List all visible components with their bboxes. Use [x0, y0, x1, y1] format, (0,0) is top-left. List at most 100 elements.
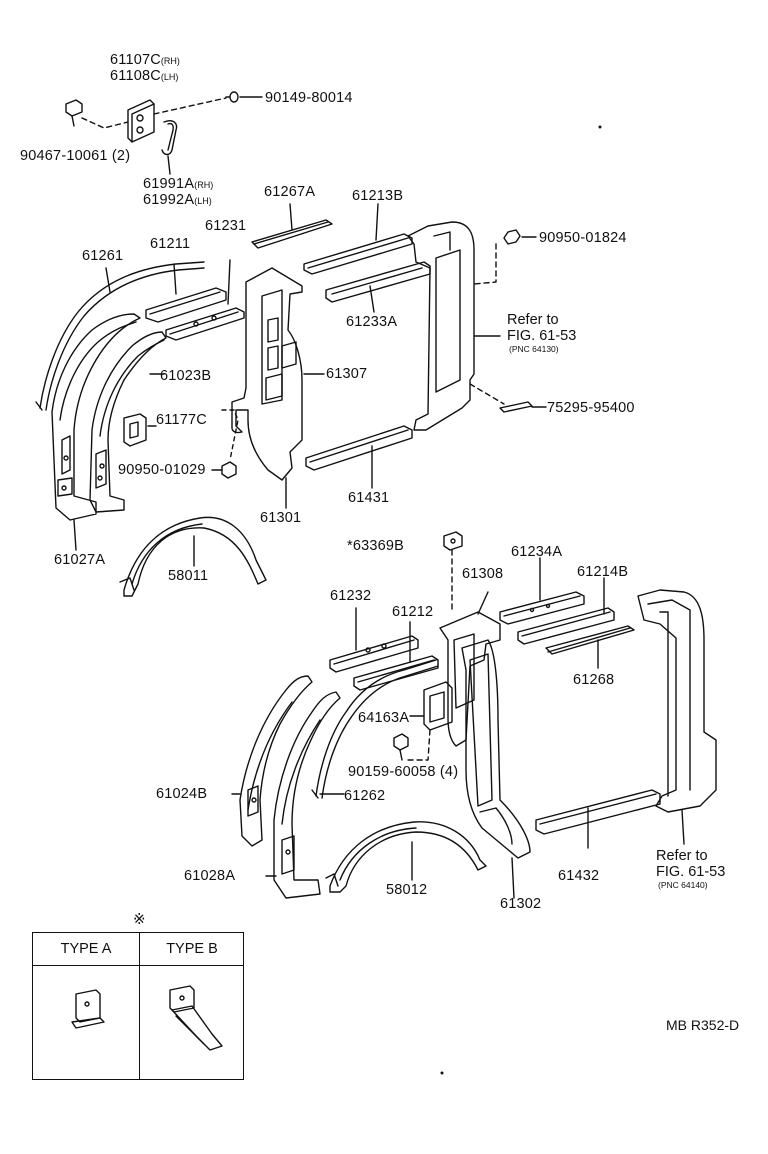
bracket-63369b	[443, 531, 463, 551]
bolt-90467-icon	[65, 99, 83, 127]
label-61234a: 61234A	[511, 544, 563, 560]
speck-2	[440, 1071, 444, 1075]
label-61262: 61262	[344, 788, 386, 804]
leader-61261	[105, 267, 111, 293]
type-a-bracket-icon	[71, 989, 105, 1029]
legend-header-divider	[33, 965, 243, 966]
legend-column-divider	[139, 933, 140, 1079]
trim-61234a	[499, 557, 585, 625]
refer-note-2-line1: Refer to	[656, 848, 708, 864]
leader-90950-01824-dash	[473, 243, 497, 285]
label-58012: 58012	[386, 882, 428, 898]
label-61177c: 61177C	[156, 412, 207, 428]
trim-61213b	[303, 203, 413, 275]
clip-bracket-part	[127, 99, 155, 143]
label-61308: 61308	[462, 566, 504, 582]
label-90950-01824: 90950-01824	[539, 230, 627, 246]
moulding-61267a	[251, 203, 333, 249]
quarter-panel-upper	[407, 221, 475, 431]
label-61307: 61307	[326, 366, 368, 382]
panel-61024b	[231, 675, 313, 847]
label-61233a: 61233A	[346, 314, 398, 330]
leader-90467	[81, 117, 129, 129]
label-61431: 61431	[348, 490, 390, 506]
label-61023b: 61023B	[160, 368, 212, 384]
label-75295-95400: 75295-95400	[547, 400, 635, 416]
weatherstrip-61262	[311, 659, 439, 799]
type-b-bracket-icon	[169, 985, 223, 1051]
refer-note-2-line2: FIG. 61-53	[656, 864, 726, 880]
trim-61212	[353, 621, 439, 691]
plug-75295	[499, 401, 533, 413]
trim-61211	[145, 263, 227, 323]
clip-90950-01824-icon	[503, 229, 521, 245]
leader-90159-dash	[405, 729, 431, 761]
label-61232: 61232	[330, 588, 372, 604]
label-90149-80014: 90149-80014	[265, 90, 353, 106]
pillar-61301	[231, 267, 303, 509]
sill-61431	[305, 425, 413, 489]
label-61107c: 61107C(RH)	[110, 52, 180, 68]
label-61261: 61261	[82, 248, 124, 264]
leader-61302	[511, 857, 515, 899]
label-64163a: 64163A	[358, 710, 410, 726]
label-90467-10061: 90467-10061 (2)	[20, 148, 131, 164]
label-61212: 61212	[392, 604, 434, 620]
label-61301: 61301	[260, 510, 302, 526]
trim-61232	[329, 607, 419, 673]
label-61028a: 61028A	[184, 868, 236, 884]
refer-note-1-line2: FIG. 61-53	[507, 328, 577, 344]
trim-61233a	[325, 261, 431, 313]
label-61213b: 61213B	[352, 188, 404, 204]
legend-type-b-header: TYPE B	[166, 941, 218, 957]
speck-1	[598, 125, 602, 129]
refer-note-1-line1: Refer to	[507, 312, 559, 328]
label-61108c: 61108C(LH)	[110, 68, 179, 84]
label-61231: 61231	[205, 218, 247, 234]
leader-90149	[153, 97, 227, 115]
type-legend-table: TYPE A TYPE B	[32, 932, 244, 1080]
label-90159-60058: 90159-60058 (4)	[348, 764, 459, 780]
pillar-61308	[439, 591, 501, 747]
legend-mark: ※	[133, 911, 146, 928]
trim-61231	[165, 259, 245, 341]
quarter-panel-lower	[461, 639, 531, 859]
label-61267a: 61267A	[264, 184, 316, 200]
refer-note-1-pnc: (PNC 64130)	[509, 344, 559, 354]
label-61024b: 61024B	[156, 786, 208, 802]
weatherstrip-61261	[35, 261, 205, 411]
label-58011: 58011	[168, 568, 209, 584]
panel-64163a	[423, 681, 453, 731]
sill-61432	[535, 789, 661, 849]
label-61991a: 61991A(RH)	[143, 176, 214, 192]
screw-90159-icon	[393, 733, 409, 761]
leader-61991	[167, 155, 171, 175]
screw-90149-icon	[225, 91, 239, 103]
hook-part	[161, 120, 178, 156]
label-61214b: 61214B	[577, 564, 629, 580]
wheelhouse-58012	[325, 821, 487, 893]
trim-61214b	[517, 577, 615, 645]
label-63369b: *63369B	[347, 538, 405, 554]
leader-90950-01029-dash	[221, 409, 239, 461]
panel-61027a	[51, 313, 141, 551]
leader-refer-2	[681, 809, 685, 845]
label-61211: 61211	[150, 236, 191, 252]
label-61268: 61268	[573, 672, 615, 688]
panel-61028a	[265, 691, 341, 899]
quarter-panel-rear	[637, 589, 717, 813]
leader-75295-dash	[469, 383, 505, 405]
label-61432: 61432	[558, 868, 600, 884]
drawing-code: MB R352-D	[666, 1017, 740, 1033]
hook-part-inner	[167, 122, 174, 151]
wheelhouse-58011	[119, 516, 267, 597]
panel-61023b	[89, 331, 167, 513]
refer-note-2-pnc: (PNC 64140)	[658, 880, 708, 890]
legend-type-a-header: TYPE A	[60, 941, 112, 957]
nut-90950-01029-icon	[221, 461, 237, 479]
label-61992a: 61992A(LH)	[143, 192, 212, 208]
label-61027a: 61027A	[54, 552, 106, 568]
label-90950-01029: 90950-01029	[118, 462, 206, 478]
